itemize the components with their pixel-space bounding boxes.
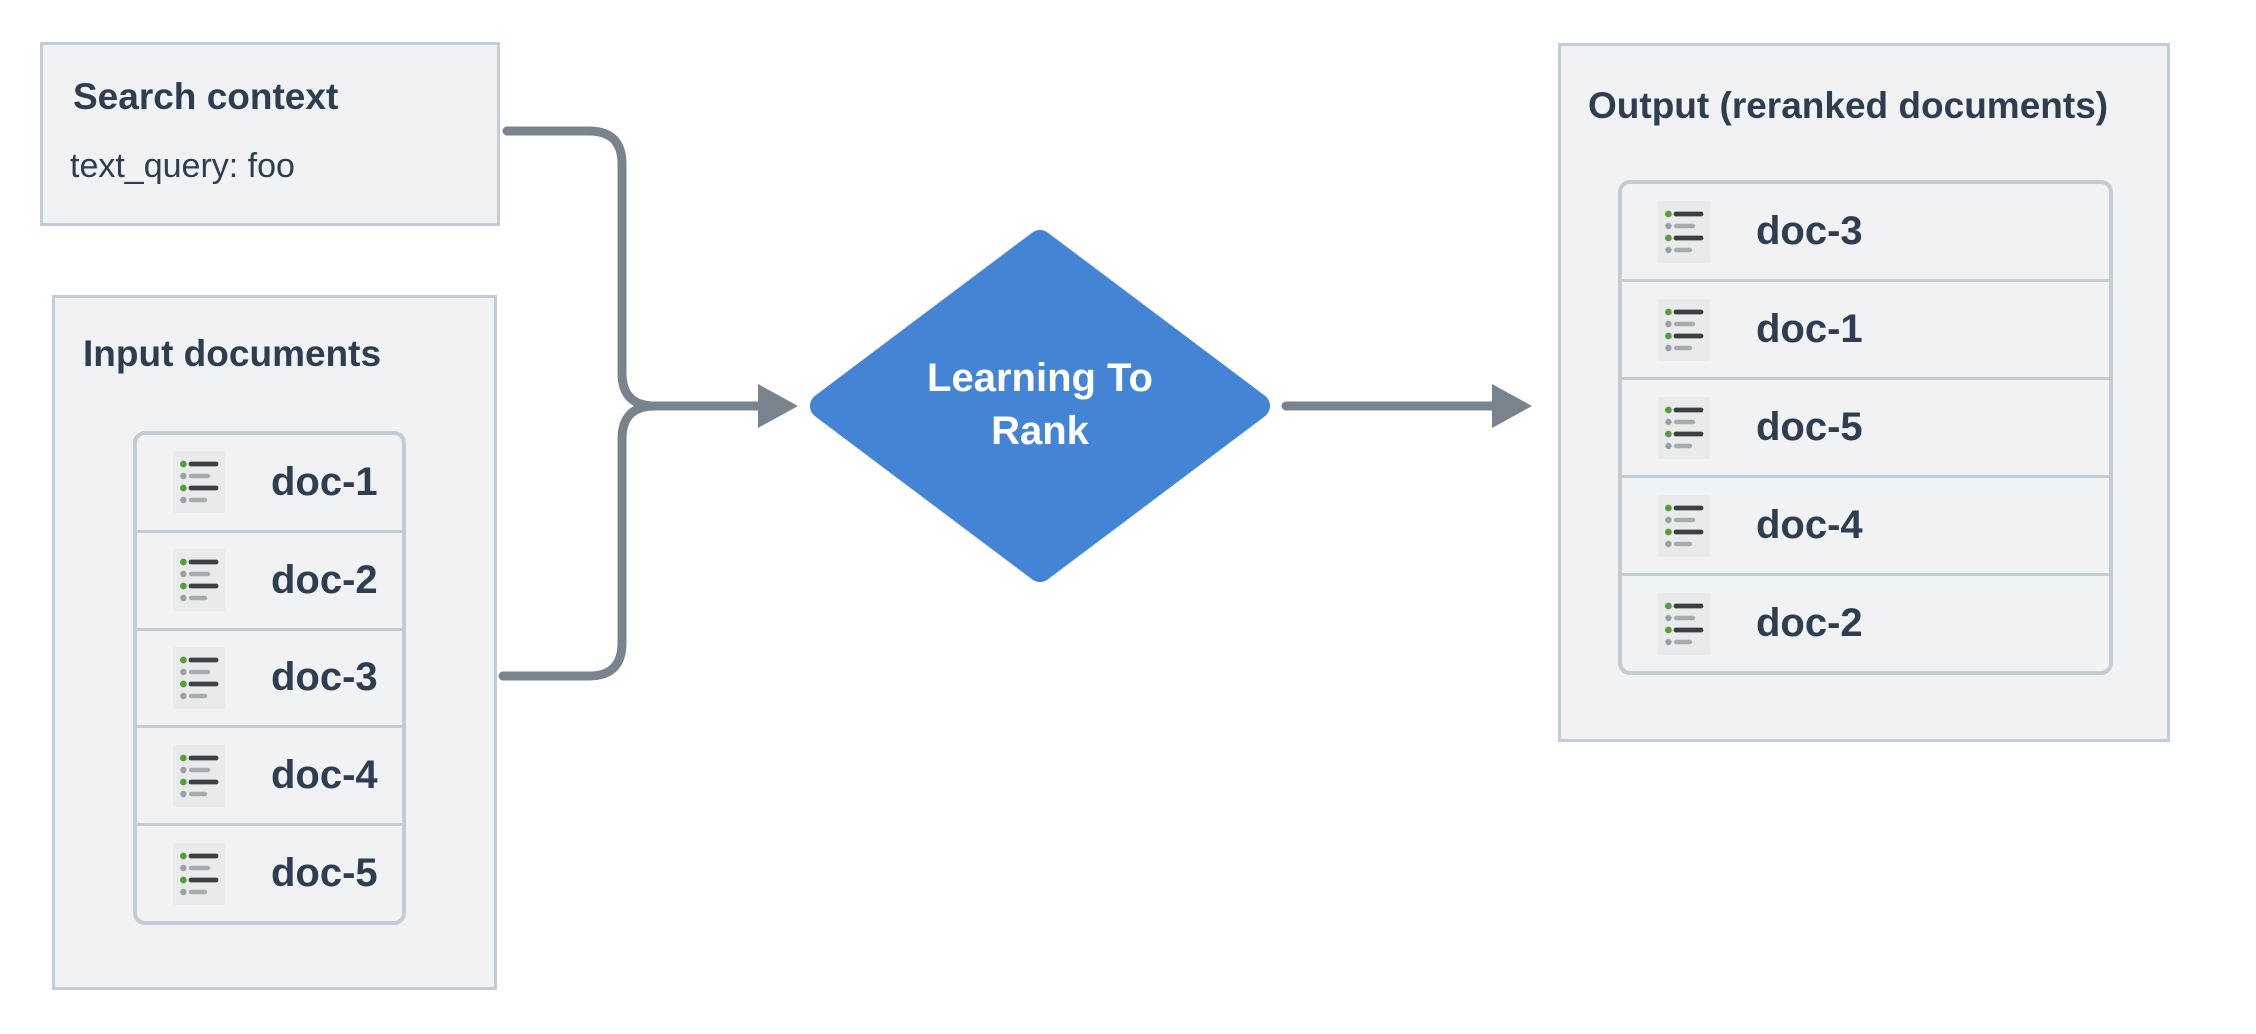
ltr-label-line-2: Rank xyxy=(991,409,1089,453)
connector-input-to-merge xyxy=(498,401,660,681)
bulleted-list-document-icon xyxy=(173,549,225,612)
doc-row: doc-3 xyxy=(1622,184,2109,279)
bulleted-list-document-icon xyxy=(1658,200,1710,263)
bulleted-list-document-icon xyxy=(173,842,225,905)
search-context-panel: Search context text_query: foo xyxy=(40,42,500,226)
input-documents-title: Input documents xyxy=(83,333,382,374)
doc-row: doc-2 xyxy=(1622,573,2109,671)
doc-label: doc-1 xyxy=(271,459,378,504)
doc-row: doc-1 xyxy=(1622,279,2109,377)
doc-label: doc-3 xyxy=(1756,209,1863,253)
output-documents-panel: Output (reranked documents) xyxy=(1558,43,2170,742)
output-documents-title: Output (reranked documents) xyxy=(1588,85,2109,126)
doc-row: doc-3 xyxy=(137,627,402,726)
doc-row: doc-5 xyxy=(1622,377,2109,475)
search-context-title: Search context xyxy=(73,76,339,117)
learning-to-rank-label: Learning To Rank xyxy=(870,352,1210,458)
bulleted-list-document-icon xyxy=(1658,298,1710,361)
doc-label: doc-3 xyxy=(271,655,378,700)
doc-row: doc-1 xyxy=(137,435,402,530)
doc-row: doc-5 xyxy=(137,823,402,921)
arrowhead-into-output xyxy=(1492,384,1532,428)
ltr-label-line-1: Learning To xyxy=(927,356,1153,400)
bulleted-list-document-icon xyxy=(173,744,225,807)
doc-row: doc-4 xyxy=(1622,475,2109,573)
arrowhead-into-diamond xyxy=(758,384,798,428)
output-doc-list: doc-3 doc-1 xyxy=(1618,180,2113,675)
input-documents-panel: Input documents doc-1 xyxy=(52,295,497,990)
doc-label: doc-5 xyxy=(1756,405,1863,449)
doc-row: doc-4 xyxy=(137,725,402,823)
connector-search-to-merge xyxy=(502,126,763,411)
doc-label: doc-1 xyxy=(1756,307,1863,351)
doc-label: doc-2 xyxy=(1756,601,1863,645)
bulleted-list-document-icon xyxy=(173,646,225,709)
doc-label: doc-4 xyxy=(1756,503,1863,547)
bulleted-list-document-icon xyxy=(1658,396,1710,459)
doc-label: doc-4 xyxy=(271,753,378,798)
doc-label: doc-5 xyxy=(271,851,378,896)
input-doc-list: doc-1 doc-2 xyxy=(133,431,406,925)
bulleted-list-document-icon xyxy=(1658,494,1710,557)
bulleted-list-document-icon xyxy=(173,451,225,514)
bulleted-list-document-icon xyxy=(1658,592,1710,655)
doc-label: doc-2 xyxy=(271,557,378,602)
doc-row: doc-2 xyxy=(137,529,402,628)
search-query-text: text_query: foo xyxy=(70,147,295,185)
learning-to-rank-diamond xyxy=(810,230,1270,582)
